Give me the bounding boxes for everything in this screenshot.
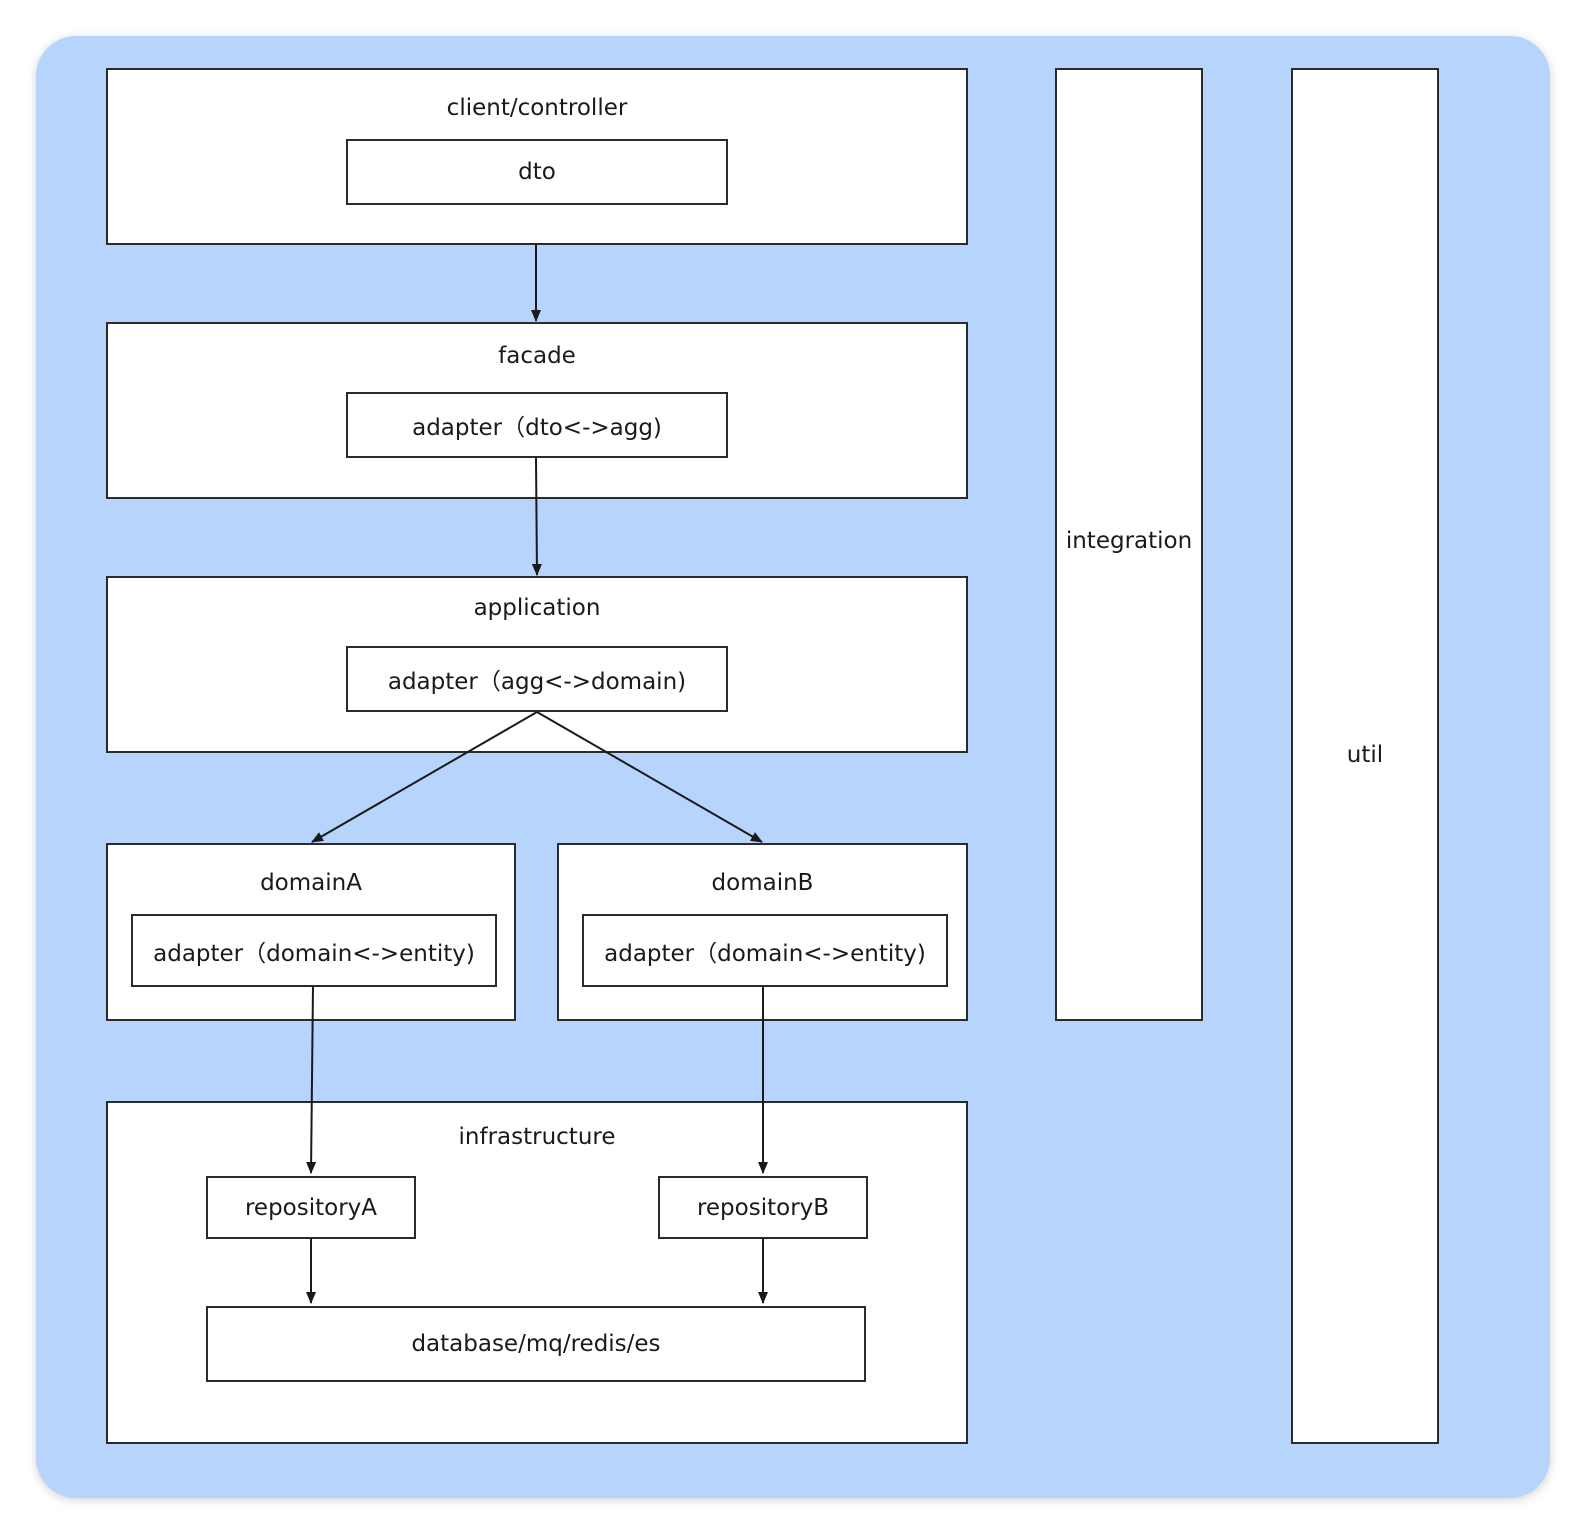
domainA-layer: domainA adapter（domain<->entity): [106, 843, 516, 1021]
client-controller-layer: client/controller dto: [106, 68, 968, 245]
integration-label: integration: [1065, 528, 1193, 554]
util-label: util: [1346, 742, 1384, 768]
integration-layer: integration: [1055, 68, 1203, 1021]
arrow-facade-to-application: [531, 457, 542, 576]
facade-adapter-box: adapter（dto<->agg): [346, 392, 728, 458]
domainB-adapter-box: adapter（domain<->entity): [582, 914, 948, 987]
arrow-application-to-domainA: [311, 711, 538, 843]
facade-title: facade: [498, 343, 576, 369]
application-title: application: [473, 595, 601, 621]
arrow-application-to-domainB: [536, 711, 763, 843]
storage-box: database/mq/redis/es: [206, 1306, 866, 1382]
infrastructure-layer: infrastructure repositoryA repositoryB d…: [106, 1101, 968, 1444]
dto-box: dto: [346, 139, 728, 205]
arrow-domainA-to-repositoryA: [306, 985, 317, 1174]
client-controller-title: client/controller: [446, 95, 628, 121]
domainB-title: domainB: [711, 870, 814, 896]
domainA-adapter-box: adapter（domain<->entity): [131, 914, 497, 987]
domainA-title: domainA: [260, 870, 362, 896]
infrastructure-title: infrastructure: [458, 1124, 616, 1150]
application-adapter-box: adapter（agg<->domain): [346, 646, 728, 712]
util-layer: util: [1291, 68, 1439, 1444]
application-layer: application adapter（agg<->domain): [106, 576, 968, 753]
